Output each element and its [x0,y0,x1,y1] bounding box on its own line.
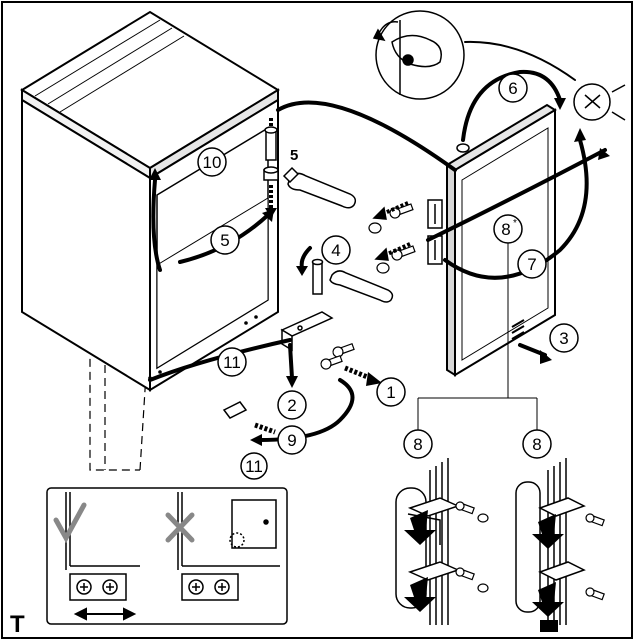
wrench-icon [282,166,357,209]
inset-check-mark [53,502,87,544]
hatched-arrows [254,365,371,435]
svg-text:8: 8 [532,435,541,454]
svg-text:*: * [513,218,517,229]
callout-2: 2 [277,390,307,420]
svg-text:1: 1 [386,383,395,402]
svg-text:11: 11 [223,353,241,372]
callout-10: 10 [197,147,227,177]
svg-text:10: 10 [203,153,222,172]
bracket-screws [320,342,355,370]
door-inner-panel [461,127,549,361]
door-side-edge [446,163,456,377]
callout-4: 4 [321,235,351,265]
callout-11-inset: 11 [240,452,268,480]
svg-text:8: 8 [501,220,510,239]
callout-9: 9 [277,425,307,455]
callout-11: 11 [217,347,247,377]
top-hinge-pin [263,126,279,181]
bottom-hinge-pin [311,258,324,295]
hinge-cap-detail-icon [573,83,626,121]
callouts: 10 5 4 6 8 * 7 3 11 1 2 9 8 8 11 [197,73,579,480]
door-hinge-brackets [427,199,443,265]
bottom-hinge-bracket [280,311,334,352]
cover-cap [222,401,248,419]
callout-5: 5 [210,225,240,255]
svg-text:2: 2 [287,396,296,415]
cabinet-interior-back [156,197,269,369]
right-door-handle [515,481,541,613]
inset-wrong-view [177,492,280,601]
door-vent-slots [511,319,525,340]
fridge-cabinet [20,10,280,392]
callout-7: 7 [517,249,547,279]
detail-left-screws [455,501,489,593]
arrowheads [149,98,610,446]
svg-text:9: 9 [287,431,296,450]
svg-text:3: 3 [559,329,568,348]
step1-arrowhead [366,372,382,386]
door-screw-arrows [372,201,411,261]
inset-correct-view [65,492,140,601]
bottom-wrench-icon [329,270,394,303]
svg-text:5: 5 [220,231,229,250]
callout-1: 1 [376,377,406,407]
callout-8-left: 8 [403,429,433,459]
callout-6: 6 [498,73,528,103]
inset-cross-mark [165,512,195,543]
inset-panel [46,487,288,625]
inset-double-arrow [73,607,137,621]
svg-text:11: 11 [245,457,263,476]
svg-text:4: 4 [331,241,340,260]
door-top-cap [456,143,470,153]
detail-left-arrows [404,510,436,612]
wrench-label: 5 [290,147,298,164]
detail-right-screws [585,513,605,601]
hand-turning-icon [372,10,465,100]
corner-label: T [10,611,25,638]
detail-right-arrows [532,514,564,632]
callout-8-star: 8 * [493,214,523,244]
callout-3: 3 [549,323,579,353]
callout-8-right: 8 [522,429,552,459]
door-screws [368,203,416,274]
detail-leader-lines [417,243,538,430]
svg-text:8: 8 [413,435,422,454]
svg-text:7: 7 [527,255,536,274]
svg-text:6: 6 [508,79,517,98]
